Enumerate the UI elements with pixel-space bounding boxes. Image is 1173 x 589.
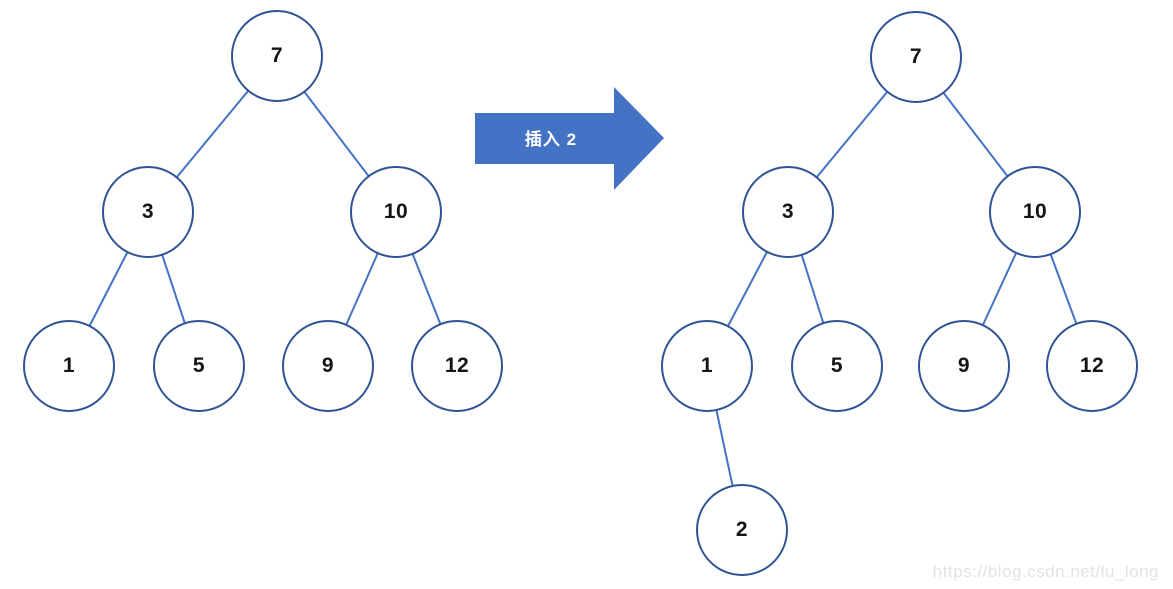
insert-arrow-shape: [475, 87, 664, 190]
tree-node-before-insert-5: 5: [153, 320, 245, 412]
tree-node-before-insert-7: 7: [231, 10, 323, 102]
tree-node-after-insert-9: 9: [918, 320, 1010, 412]
tree-node-before-insert-10: 10: [350, 166, 442, 258]
tree-node-after-insert-3: 3: [742, 166, 834, 258]
tree-node-before-insert-3: 3: [102, 166, 194, 258]
tree-node-after-insert-12: 12: [1046, 320, 1138, 412]
watermark: https://blog.csdn.net/lu_long: [932, 562, 1159, 581]
tree-node-after-insert-7: 7: [870, 11, 962, 103]
tree-node-after-insert-2: 2: [696, 484, 788, 576]
tree-node-after-insert-1: 1: [661, 320, 753, 412]
tree-node-before-insert-1: 1: [23, 320, 115, 412]
tree-node-before-insert-12: 12: [411, 320, 503, 412]
tree-node-before-insert-9: 9: [282, 320, 374, 412]
tree-node-after-insert-5: 5: [791, 320, 883, 412]
insert-arrow-label: 插入 2: [525, 129, 577, 149]
tree-node-after-insert-10: 10: [989, 166, 1081, 258]
